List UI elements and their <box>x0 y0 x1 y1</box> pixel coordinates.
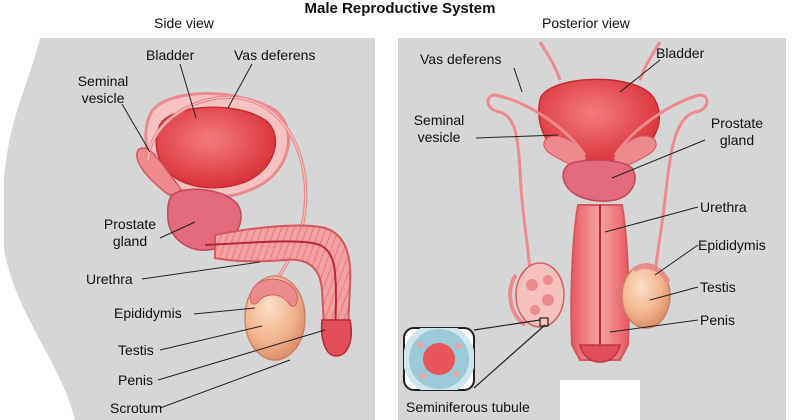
posterior-label-urethra: Urethra <box>700 199 747 215</box>
posterior-label-penis: Penis <box>700 312 736 328</box>
posterior-leader-lines <box>475 59 706 333</box>
side-label-vas-deferens: Vas deferens <box>234 47 316 63</box>
side-label-urethra: Urethra <box>86 271 133 287</box>
posterior-label-prostate-gland-line2: gland <box>719 132 755 148</box>
side-label-seminal-vesicle-line1: Seminal <box>77 73 129 89</box>
side-view-subtitle: Side view <box>154 15 214 31</box>
posterior-label-epididymis: Epididymis <box>698 237 766 253</box>
posterior-label-seminal-vesicle-line2: vesicle <box>417 129 461 145</box>
posterior-label-testis: Testis <box>700 279 736 295</box>
side-label-seminal-vesicle-line2: vesicle <box>81 90 125 106</box>
side-label-prostate-gland-line2: gland <box>112 233 148 249</box>
posterior-view-anatomy <box>486 41 709 363</box>
seminiferous-tubule-inset <box>403 317 549 391</box>
posterior-view-subtitle: Posterior view <box>542 15 630 31</box>
posterior-label-prostate-gland: Prostate gland <box>702 115 772 149</box>
posterior-label-seminal-vesicle: Seminal vesicle <box>406 112 472 146</box>
side-label-seminal-vesicle: Seminal vesicle <box>72 73 134 107</box>
side-label-penis: Penis <box>118 372 154 388</box>
side-label-scrotum: Scrotum <box>110 400 163 416</box>
side-label-prostate-gland-line1: Prostate <box>103 216 157 232</box>
posterior-prostate <box>562 159 636 202</box>
posterior-label-bladder: Bladder <box>656 45 705 61</box>
side-label-epididymis: Epididymis <box>114 305 182 321</box>
figure-title: Male Reproductive System <box>304 0 496 17</box>
posterior-label-seminiferous-tubule: Seminiferous tubule <box>406 399 530 415</box>
side-label-bladder: Bladder <box>146 47 195 63</box>
posterior-leg-gap <box>560 380 640 420</box>
side-label-prostate-gland: Prostate gland <box>98 216 162 250</box>
side-leader-lines <box>121 63 326 409</box>
posterior-left-testis <box>515 262 565 328</box>
side-label-testis: Testis <box>118 342 154 358</box>
side-epididymis <box>249 278 298 307</box>
posterior-label-seminal-vesicle-line1: Seminal <box>413 112 465 128</box>
posterior-label-vas-deferens: Vas deferens <box>420 51 502 67</box>
side-view-anatomy <box>136 92 352 361</box>
posterior-label-prostate-gland-line1: Prostate <box>710 115 764 131</box>
side-bladder <box>155 106 276 189</box>
